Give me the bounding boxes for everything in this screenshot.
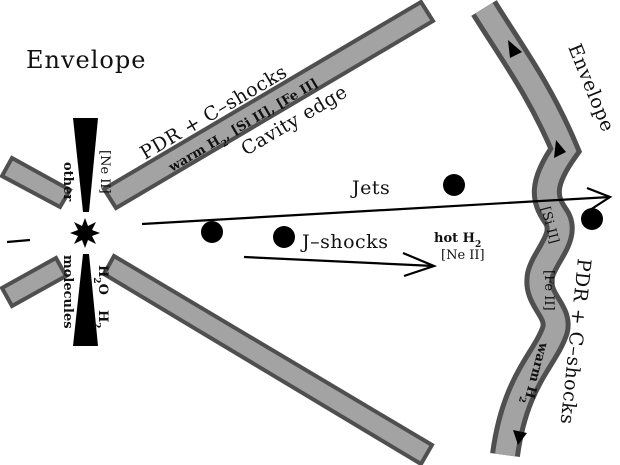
disk-h2-sub: 2 [91,322,101,328]
disk-h2-label: H2 [91,310,110,329]
disk-neii-label: [Ne II] [97,150,112,194]
jets-label: Jets [350,177,390,199]
cavity-species-sub: 2 [220,138,230,150]
cavity-wall-lower [101,253,435,465]
envelope-right-label: Envelope [563,41,618,135]
flow-arrowhead-icon [508,40,522,58]
disk-h2-prefix: H [95,310,110,322]
cavity-wall-upper [101,0,436,211]
protostar-star-burst-icon [70,218,100,248]
disk-h2o-suffix: O [95,284,110,295]
hot-h2-label: hot H2 [434,231,481,250]
hot-h2-prefix: hot H [434,231,475,246]
jshock-line [243,255,435,268]
jet-arrowhead-icon [586,186,613,211]
envelope-left-label: Envelope [26,46,146,74]
jshock-arrowhead-icon [402,251,438,278]
wall-upper-left [0,155,73,210]
disk-wedge-upper [73,118,98,212]
bow-shock-wall-fill [475,2,577,457]
jet-knot [201,221,223,243]
jet-knot [273,226,295,248]
hot-neii-label: [Ne II] [441,248,485,263]
jet-knot [443,174,465,196]
jet-line [141,195,611,226]
disk-h2o-sub: 2 [91,277,101,283]
jet-knot [581,208,603,230]
jshocks-label: J–shocks [300,231,388,253]
wall-lower-left [0,255,69,309]
bowshock-warm-sub: 2 [516,395,527,404]
bowshock-feii-label: [Fe II] [541,270,556,311]
disk-h2o-label: H2O [91,265,110,295]
disk-molecules-label: molecules [60,255,75,329]
disk-wedge-lower [73,254,98,346]
flow-arrowhead-icon [513,430,527,445]
disk-other-label: other [60,162,75,201]
disk-h2o-prefix: H [95,265,110,277]
counter-jet-line [6,238,31,244]
hot-h2-sub: 2 [475,240,481,250]
flow-arrowhead-icon [554,140,566,158]
